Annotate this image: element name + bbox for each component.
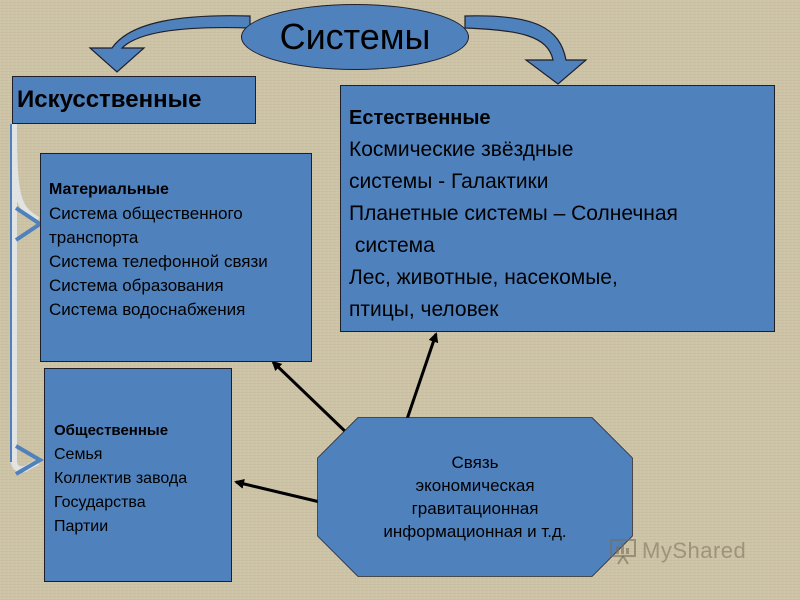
presentation-icon	[610, 539, 636, 565]
material-box: Материальные Система общественного транс…	[40, 153, 312, 362]
material-item: Система телефонной связи	[49, 252, 268, 271]
left-curved-arrow	[88, 15, 251, 73]
title-text: Системы	[279, 16, 431, 57]
link-hub: Связь экономическая гравитационная инфор…	[318, 418, 632, 576]
natural-header: Естественные	[349, 107, 491, 129]
right-curved-arrow	[464, 15, 588, 85]
natural-item: Космические звёздные	[349, 138, 574, 161]
natural-box: Естественные Космические звёздные систем…	[340, 85, 775, 332]
artificial-label: Искусственные	[17, 86, 202, 113]
left-bracket	[11, 123, 40, 473]
social-item: Семья	[54, 446, 103, 463]
social-item: Государства	[54, 494, 146, 511]
material-item: транспорта	[49, 228, 139, 247]
link-item: информационная и т.д.	[383, 522, 567, 541]
artificial-box: Искусственные	[12, 76, 256, 124]
natural-item: птицы, человек	[349, 298, 499, 321]
social-box: Общественные Семья Коллектив завода Госу…	[44, 368, 232, 582]
social-item: Коллектив завода	[54, 470, 188, 487]
link-item: Связь	[451, 453, 499, 472]
watermark-text: MyShared	[642, 538, 747, 563]
natural-item: Планетные системы – Солнечная	[349, 202, 678, 225]
arrow-to-material	[271, 360, 352, 438]
natural-item: системы - Галактики	[349, 170, 549, 193]
material-header: Материальные	[49, 181, 169, 198]
material-item: Система общественного	[49, 204, 243, 223]
arrow-to-social	[234, 478, 321, 504]
title-ellipse: Системы	[241, 4, 469, 70]
natural-item: система	[349, 234, 435, 257]
watermark: MyShared	[608, 536, 746, 566]
material-item: Система водоснабжения	[49, 300, 246, 319]
bracket-arrow-social	[14, 444, 44, 476]
material-item: Система образования	[49, 276, 224, 295]
social-item: Партии	[54, 518, 109, 535]
natural-item: Лес, животные, насекомые,	[349, 266, 618, 289]
link-item: гравитационная	[411, 499, 539, 518]
link-item: экономическая	[415, 476, 535, 495]
social-header: Общественные	[54, 422, 169, 439]
arrow-to-natural	[402, 332, 439, 429]
